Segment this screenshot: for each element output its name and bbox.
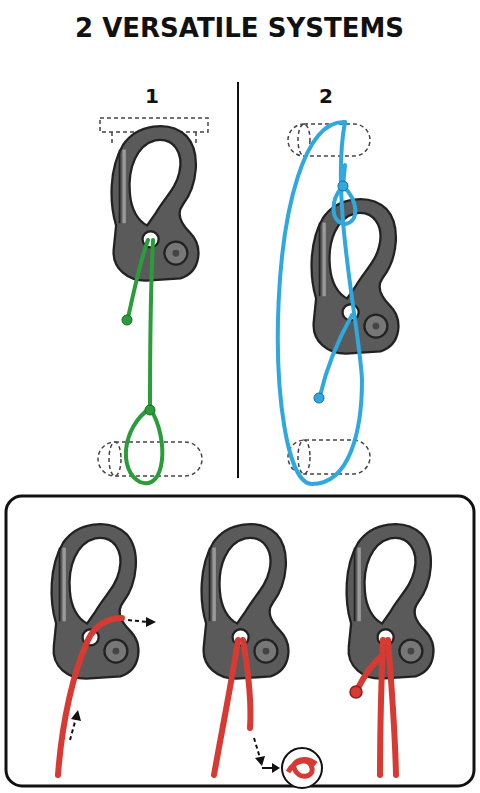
instruction-panel xyxy=(6,496,474,786)
panel-number: 2 xyxy=(319,84,333,108)
panel-number: 1 xyxy=(145,84,159,108)
title: 2 VERSATILE SYSTEMS xyxy=(75,13,404,43)
divider xyxy=(237,82,239,478)
